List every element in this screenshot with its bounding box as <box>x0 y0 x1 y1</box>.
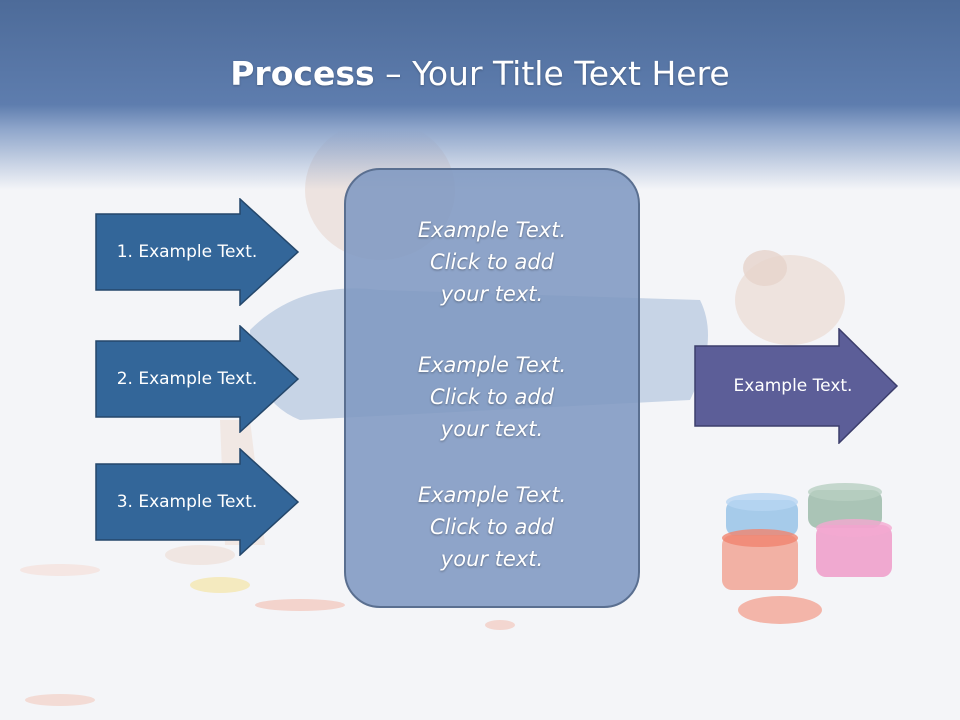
center-paragraph-3-line-3: your text. <box>440 547 544 571</box>
output-arrow[interactable]: Example Text. <box>694 328 900 444</box>
slide-title-rest: – Your Title Text Here <box>374 54 730 93</box>
slide-title-bold: Process <box>230 54 375 93</box>
center-paragraph-1-line-2: Click to add <box>429 250 554 274</box>
center-paragraph-3-line-2: Click to add <box>429 515 554 539</box>
center-paragraph-1-line-3: your text. <box>440 282 544 306</box>
process-arrow-2-label: 2. Example Text. <box>116 369 258 389</box>
slide-title[interactable]: Process – Your Title Text Here <box>0 52 960 96</box>
center-paragraph-2-line-2: Click to add <box>429 385 554 409</box>
center-paragraph-2-line-1: Example Text. <box>417 353 567 377</box>
process-arrow-3-label: 3. Example Text. <box>116 492 258 512</box>
process-arrow-1-label: 1. Example Text. <box>116 242 258 262</box>
output-arrow-label: Example Text. <box>733 376 853 396</box>
process-arrow-1[interactable]: 1. Example Text. <box>95 198 301 306</box>
process-arrow-3[interactable]: 3. Example Text. <box>95 448 301 556</box>
center-paragraph-3: Example Text. Click to add your text. <box>346 479 638 575</box>
center-paragraph-2: Example Text. Click to add your text. <box>346 349 638 445</box>
center-paragraph-2-line-3: your text. <box>440 417 544 441</box>
center-text-box[interactable]: Example Text. Click to add your text. Ex… <box>344 168 640 608</box>
center-paragraph-3-line-1: Example Text. <box>417 483 567 507</box>
process-arrow-2[interactable]: 2. Example Text. <box>95 325 301 433</box>
center-paragraph-1: Example Text. Click to add your text. <box>346 214 638 310</box>
title-band <box>0 0 960 190</box>
center-paragraph-1-line-1: Example Text. <box>417 218 567 242</box>
